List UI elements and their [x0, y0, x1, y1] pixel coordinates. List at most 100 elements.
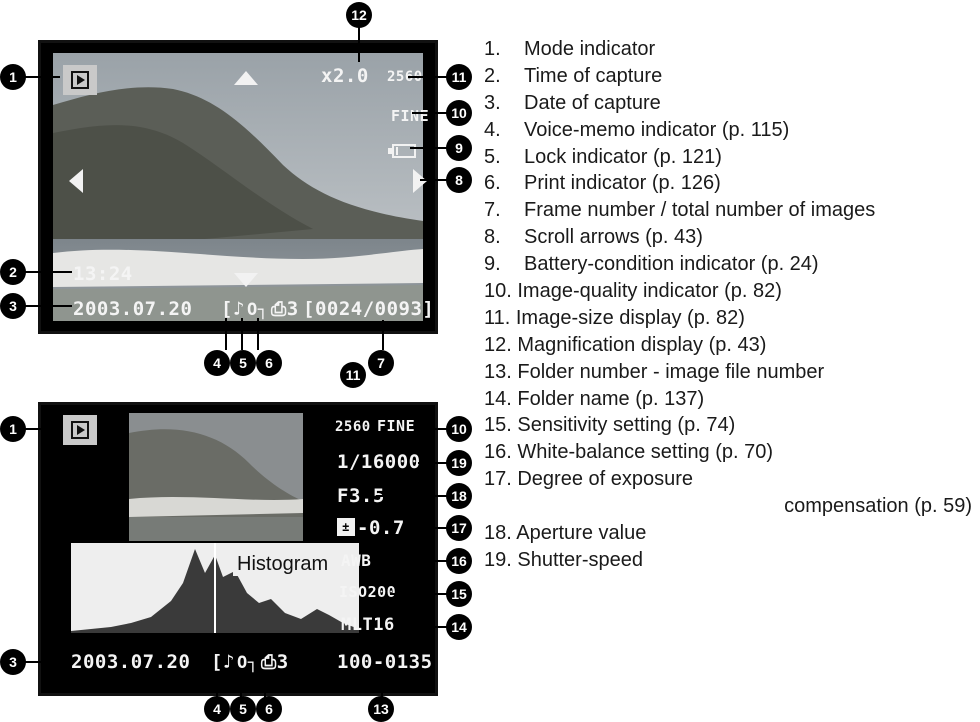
callout-12: 12 [346, 2, 372, 28]
leader-4b [216, 678, 218, 708]
callout-10: 10 [446, 100, 472, 126]
callout-14: 14 [446, 614, 472, 640]
legend-item-9: 9.Battery-condition indicator (p. 24) [484, 253, 819, 276]
histogram-label: Histogram [233, 553, 333, 576]
legend-item-16: 16. White-balance setting (p. 70) [484, 441, 774, 464]
legend-item-5: 5.Lock indicator (p. 121) [484, 145, 722, 168]
leader-10b [418, 428, 448, 430]
print-icon-2: ⎙3 [261, 651, 289, 673]
white-balance-setting: AWB [341, 551, 372, 570]
leader-1 [24, 76, 60, 78]
leader-12 [358, 26, 360, 62]
folder-name: MLT16 [341, 615, 395, 635]
callout-16: 16 [446, 548, 472, 574]
leader-4 [225, 318, 227, 350]
callout-8: 8 [446, 167, 472, 193]
callout-19: 19 [446, 450, 472, 476]
callout-10b: 10 [446, 416, 472, 442]
legend-item-18: 18. Aperture value [484, 522, 647, 545]
callout-6b: 6 [256, 696, 282, 722]
callout-11b: 11 [340, 362, 366, 388]
landscape-photo [53, 53, 423, 321]
image-size-display-2: 2560 [335, 419, 371, 435]
legend-item-6: 6.Print indicator (p. 126) [484, 172, 721, 195]
callout-3: 3 [0, 293, 26, 319]
legend-item-8: 8.Scroll arrows (p. 43) [484, 226, 703, 249]
image-thumbnail [129, 413, 303, 541]
lock-icon-2: O┐ [237, 653, 259, 673]
leader-3 [22, 305, 72, 307]
mode-indicator-icon-2 [63, 415, 97, 445]
playback-screen-single: x2.0 2560 FINE 13:24 2003.07.20 [♪ O┐ ⎙3… [38, 40, 438, 334]
callout-5b: 5 [230, 696, 256, 722]
callout-17: 17 [446, 515, 472, 541]
shutter-speed: 1/16000 [337, 451, 421, 473]
leader-15 [390, 593, 448, 595]
leader-5b [240, 678, 242, 708]
image-quality-indicator: FINE [391, 107, 430, 125]
mode-indicator-icon [63, 65, 97, 95]
leader-16 [382, 560, 448, 562]
legend-item-11: 11. Image-size display (p. 82) [484, 306, 745, 329]
legend-item-10: 10. Image-quality indicator (p. 82) [484, 280, 782, 303]
callout-4: 4 [204, 350, 230, 376]
callout-5: 5 [230, 350, 256, 376]
leader-14 [424, 626, 448, 628]
exposure-compensation: -0.7 [357, 517, 405, 539]
callout-6: 6 [256, 350, 282, 376]
legend-item-3: 3.Date of capture [484, 91, 661, 114]
playback-screen-histogram: Histogram 2560 FINE 1/16000 F3.5 ± -0.7 … [38, 402, 438, 696]
leader-6 [257, 318, 259, 350]
legend-list: 1.Mode indicator 2.Time of capture 3.Dat… [484, 36, 972, 574]
exposure-comp-icon: ± [337, 518, 355, 536]
legend-item-15: 15. Sensitivity setting (p. 74) [484, 414, 736, 437]
battery-indicator-icon [388, 144, 416, 158]
callout-1: 1 [0, 64, 26, 90]
callout-4b: 4 [204, 696, 230, 722]
leader-3b [22, 661, 72, 663]
date-of-capture-2: 2003.07.20 [71, 651, 191, 673]
sensitivity-setting: ISO200 [339, 583, 397, 601]
leader-5 [241, 318, 243, 350]
callout-15: 15 [446, 581, 472, 607]
leader-11 [408, 76, 448, 78]
legend-item-17: 17. Degree of exposure [484, 468, 694, 491]
scroll-left-arrow-icon [69, 169, 83, 193]
magnification-display: x2.0 [321, 65, 369, 87]
legend-item-1: 1.Mode indicator [484, 38, 656, 60]
date-of-capture: 2003.07.20 [73, 298, 193, 320]
leader-17 [424, 527, 448, 529]
leader-6b [264, 678, 266, 708]
scroll-right-arrow-icon [413, 169, 427, 193]
file-number: 100-0135 [337, 651, 433, 673]
callout-18: 18 [446, 483, 472, 509]
legend-item-4: 4.Voice-memo indicator (p. 115) [484, 118, 790, 141]
scroll-down-arrow-icon [234, 273, 258, 287]
callout-13: 13 [368, 696, 394, 722]
voice-memo-icon: [♪ [221, 298, 245, 320]
print-icon: ⎙3 [271, 298, 299, 320]
callout-2: 2 [0, 259, 26, 285]
lock-icon: O┐ [247, 300, 269, 320]
callout-11: 11 [446, 64, 472, 90]
scroll-up-arrow-icon [234, 71, 258, 85]
legend-item-19: 19. Shutter-speed [484, 548, 643, 571]
legend-item-14: 14. Folder name (p. 137) [484, 387, 705, 410]
leader-1b [24, 428, 60, 430]
image-quality-indicator-2: FINE [377, 417, 416, 435]
image-size-display: 2560 [387, 69, 423, 85]
leader-10 [412, 112, 448, 114]
callout-9: 9 [446, 135, 472, 161]
voice-memo-icon-2: [♪ [211, 651, 235, 673]
time-of-capture: 13:24 [73, 263, 133, 285]
leader-13 [381, 680, 383, 708]
legend-item-7: 7.Frame number / total number of images [484, 199, 876, 222]
legend-item-13: 13. Folder number - image file number [484, 360, 825, 383]
callout-1b: 1 [0, 416, 26, 442]
frame-counter: [0024/0093] [303, 298, 435, 320]
leader-7 [382, 320, 384, 350]
callout-3b: 3 [0, 649, 26, 675]
leader-8 [420, 179, 448, 181]
leader-18 [376, 495, 448, 497]
legend-item-12: 12. Magnification display (p. 43) [484, 333, 767, 356]
